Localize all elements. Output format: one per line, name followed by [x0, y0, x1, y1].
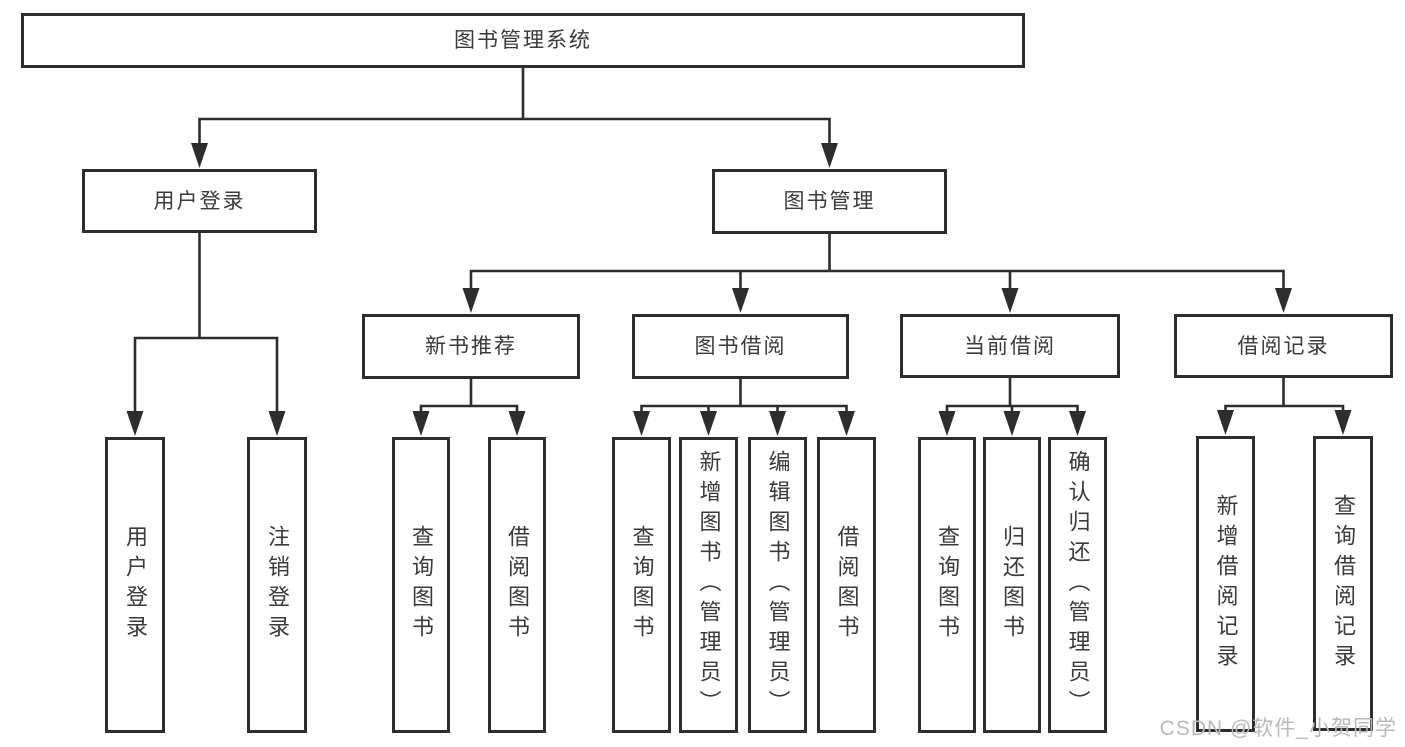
node-new-book-recommend: 新书推荐: [362, 314, 580, 379]
node-query-books-borrowing-label: 查询图书: [629, 525, 655, 645]
node-logout-leaf: 注销登录: [247, 437, 307, 733]
node-user-login: 用户登录: [82, 169, 317, 233]
node-borrow-books-borrowing-label: 借阅图书: [834, 525, 860, 645]
node-borrow-books-borrowing: 借阅图书: [817, 437, 876, 733]
node-user-login-leaf-label: 用户登录: [123, 525, 148, 645]
node-add-book-admin-label: 新增图书（管理员）: [696, 450, 722, 720]
node-borrow-books-recommend: 借阅图书: [488, 437, 546, 733]
node-query-books-current: 查询图书: [918, 437, 976, 733]
node-current-borrowing-label: 当前借阅: [964, 334, 1056, 358]
node-library-system-label: 图书管理系统: [454, 29, 592, 52]
node-user-login-leaf: 用户登录: [105, 437, 165, 733]
node-query-books-recommend: 查询图书: [392, 437, 450, 733]
node-borrowing-records-label: 借阅记录: [1237, 334, 1330, 358]
node-add-book-admin: 新增图书（管理员）: [679, 437, 738, 733]
node-book-management-label: 图书管理: [783, 190, 876, 213]
node-book-borrowing-label: 图书借阅: [694, 335, 787, 358]
node-new-book-recommend-label: 新书推荐: [425, 335, 517, 358]
node-return-books: 归还图书: [983, 437, 1041, 733]
node-query-books-borrowing: 查询图书: [612, 437, 671, 733]
node-book-management: 图书管理: [712, 169, 947, 234]
node-library-system: 图书管理系统: [21, 13, 1025, 68]
node-current-borrowing: 当前借阅: [900, 314, 1120, 378]
node-edit-book-admin: 编辑图书（管理员）: [748, 437, 807, 733]
node-confirm-return-admin-label: 确认归还（管理员）: [1065, 450, 1091, 720]
node-query-borrow-record-label: 查询借阅记录: [1331, 493, 1356, 674]
node-user-login-label: 用户登录: [153, 189, 246, 213]
node-query-borrow-record: 查询借阅记录: [1313, 436, 1373, 731]
node-add-borrow-record: 新增借阅记录: [1196, 436, 1255, 732]
node-query-books-current-label: 查询图书: [935, 525, 960, 645]
node-query-books-recommend-label: 查询图书: [409, 525, 434, 645]
node-confirm-return-admin: 确认归还（管理员）: [1048, 437, 1107, 733]
node-logout-leaf-label: 注销登录: [265, 525, 290, 645]
node-borrow-books-recommend-label: 借阅图书: [505, 525, 530, 645]
node-return-books-label: 归还图书: [1000, 525, 1025, 645]
node-edit-book-admin-label: 编辑图书（管理员）: [765, 450, 791, 720]
node-borrowing-records: 借阅记录: [1174, 314, 1393, 378]
node-book-borrowing: 图书借阅: [632, 314, 849, 379]
watermark: CSDN @软件_小贺同学: [1159, 717, 1397, 740]
node-add-borrow-record-label: 新增借阅记录: [1213, 494, 1239, 674]
